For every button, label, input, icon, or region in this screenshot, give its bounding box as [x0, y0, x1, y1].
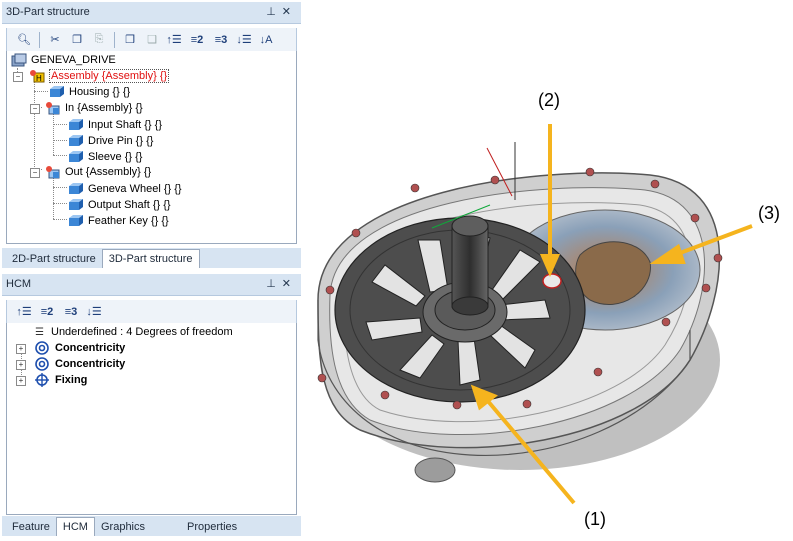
expand-toggle[interactable]: − — [13, 72, 23, 82]
model-viewport[interactable]: (1) (2) (3) — [302, 0, 793, 541]
copy-icon[interactable]: ❐ — [72, 34, 82, 46]
expand-toggle[interactable]: − — [30, 104, 40, 114]
tree-root-label: GENEVA_DRIVE — [31, 54, 116, 66]
level-3-button[interactable]: ≡3 — [64, 305, 78, 318]
tree-root[interactable]: GENEVA_DRIVE — [11, 52, 116, 68]
tree-item-housing[interactable]: Housing {} {} — [49, 84, 130, 100]
tree-item-label: Sleeve {} {} — [88, 151, 143, 163]
subassembly-icon — [45, 165, 61, 179]
tree-item-geneva-wheel[interactable]: Geneva Wheel {} {} — [68, 181, 182, 197]
preview-icon[interactable]: 🔍︎ — [17, 34, 31, 46]
tree-item-out[interactable]: Out {Assembly} {} — [45, 164, 151, 180]
part-icon — [69, 118, 83, 130]
level-2-button[interactable]: ≡2 — [40, 305, 54, 318]
tab-feature[interactable]: Feature — [12, 521, 50, 533]
level-2-button[interactable]: ≡2 — [190, 33, 204, 46]
callout-2: (2) — [538, 90, 560, 110]
paste-part-icon[interactable]: ❑ — [147, 34, 157, 46]
hcm-status-text: Underdefined : 4 Degrees of freedom — [51, 326, 233, 338]
concentricity-icon — [35, 357, 49, 371]
tree-item-label: Input Shaft {} {} — [88, 119, 163, 131]
sort-up-icon[interactable]: ↑☰ — [16, 306, 32, 318]
svg-text:H: H — [36, 74, 42, 83]
tree-item-in[interactable]: In {Assembly} {} — [45, 100, 143, 116]
tree-item-label: In {Assembly} {} — [65, 102, 143, 114]
geneva-drive-model — [317, 124, 753, 505]
callout-1: (1) — [584, 509, 606, 529]
hcm-constraint-fixing[interactable]: Fixing — [35, 372, 87, 388]
hcm-constraint-concentricity[interactable]: Concentricity — [35, 340, 125, 356]
hcm-status: ☰ Underdefined : 4 Degrees of freedom — [35, 324, 233, 340]
dof-icon: ☰ — [35, 327, 44, 338]
tab-properties[interactable]: Properties — [187, 521, 238, 533]
part-icon — [69, 214, 83, 226]
level-3-button[interactable]: ≡3 — [214, 33, 228, 46]
tree-item-label: Output Shaft {} {} — [88, 199, 171, 211]
tree-item-feather-key[interactable]: Feather Key {} {} — [68, 213, 169, 229]
part-icon — [69, 182, 83, 194]
tree-item-output-shaft[interactable]: Output Shaft {} {} — [68, 197, 171, 213]
assembly-icon: H — [29, 69, 45, 83]
tab-hcm[interactable]: HCM — [55, 517, 95, 536]
tree-item-drive-pin[interactable]: Drive Pin {} {} — [68, 133, 153, 149]
paste-icon[interactable]: ⎘ — [94, 33, 104, 45]
structure-panel-title: 3D-Part structure — [6, 6, 90, 18]
hcm-panel: HCM ⊥✕ ↑☰ ≡2 ≡3 ↓☰ ☰ Underdefined : 4 Deg… — [2, 274, 301, 539]
hcm-tabs: Feature HCM Graphics Properties — [2, 516, 301, 536]
tree-item-label: Assembly {Assembly} {} — [49, 69, 170, 83]
hcm-panel-titlebar: HCM ⊥✕ — [2, 274, 301, 296]
toolbar-separator — [114, 31, 115, 48]
hcm-tree: ☰ Underdefined : 4 Degrees of freedom + C… — [6, 323, 297, 515]
structure-panel-titlebar: 3D-Part structure ⊥✕ — [2, 2, 301, 24]
part-icon — [69, 198, 83, 210]
tree-item-label: Feather Key {} {} — [88, 215, 169, 227]
constraint-label: Fixing — [55, 374, 88, 386]
tree-item-input-shaft[interactable]: Input Shaft {} {} — [68, 117, 162, 133]
hcm-panel-title: HCM — [6, 278, 32, 290]
expand-toggle[interactable]: + — [16, 376, 26, 386]
expand-toggle[interactable]: + — [16, 344, 26, 354]
structure-tree: GENEVA_DRIVE − H Assembly {Assembly} {} … — [6, 51, 297, 244]
hcm-toolbar: ↑☰ ≡2 ≡3 ↓☰ — [6, 300, 297, 324]
copy-part-icon[interactable]: ❒ — [125, 34, 135, 46]
tree-item-sleeve[interactable]: Sleeve {} {} — [68, 149, 142, 165]
tree-item-label: Geneva Wheel {} {} — [88, 183, 182, 195]
sort-az-icon[interactable]: ↓A — [259, 33, 273, 46]
close-icon[interactable]: ✕ — [281, 6, 297, 18]
toolbar-separator — [39, 31, 40, 48]
subassembly-icon — [45, 101, 61, 115]
part-icon — [69, 134, 83, 146]
cut-icon[interactable]: ✂ — [50, 34, 60, 46]
assembly-root-icon — [11, 53, 27, 67]
structure-toolbar: 🔍︎ ✂ ❐ ⎘ ❒ ❑ ↑☰ ≡2 ≡3 ↓☰ ↓A — [6, 28, 297, 52]
close-icon[interactable]: ✕ — [281, 278, 297, 290]
tab-3d-part-structure[interactable]: 3D-Part structure — [101, 249, 200, 268]
hcm-constraint-concentricity[interactable]: Concentricity — [35, 356, 125, 372]
fixing-icon — [35, 373, 49, 388]
pin-icon[interactable]: ⊥ — [266, 6, 282, 18]
sort-down-icon[interactable]: ↓☰ — [236, 34, 252, 46]
expand-toggle[interactable]: − — [30, 168, 40, 178]
tree-item-label: Drive Pin {} {} — [88, 135, 154, 147]
tree-item-label: Housing {} {} — [69, 86, 131, 98]
constraint-label: Concentricity — [55, 358, 126, 370]
structure-panel: 3D-Part structure ⊥✕ 🔍︎ ✂ ❐ ⎘ ❒ ❑ ↑☰ ≡2 … — [2, 2, 301, 268]
sort-down-icon[interactable]: ↓☰ — [86, 306, 102, 318]
tree-item-label: Out {Assembly} {} — [65, 166, 152, 178]
tab-graphics[interactable]: Graphics — [100, 521, 146, 533]
concentricity-icon — [35, 341, 49, 355]
expand-toggle[interactable]: + — [16, 360, 26, 370]
callout-3: (3) — [758, 203, 780, 223]
part-icon — [69, 150, 83, 162]
part-icon — [50, 85, 64, 97]
constraint-label: Concentricity — [55, 342, 126, 354]
structure-tabs: 2D-Part structure 3D-Part structure — [2, 248, 301, 268]
tree-item-assembly[interactable]: H Assembly {Assembly} {} — [29, 68, 170, 84]
tab-2d-part-structure[interactable]: 2D-Part structure — [12, 253, 96, 265]
sort-up-icon[interactable]: ↑☰ — [166, 34, 182, 46]
pin-icon[interactable]: ⊥ — [266, 278, 282, 290]
